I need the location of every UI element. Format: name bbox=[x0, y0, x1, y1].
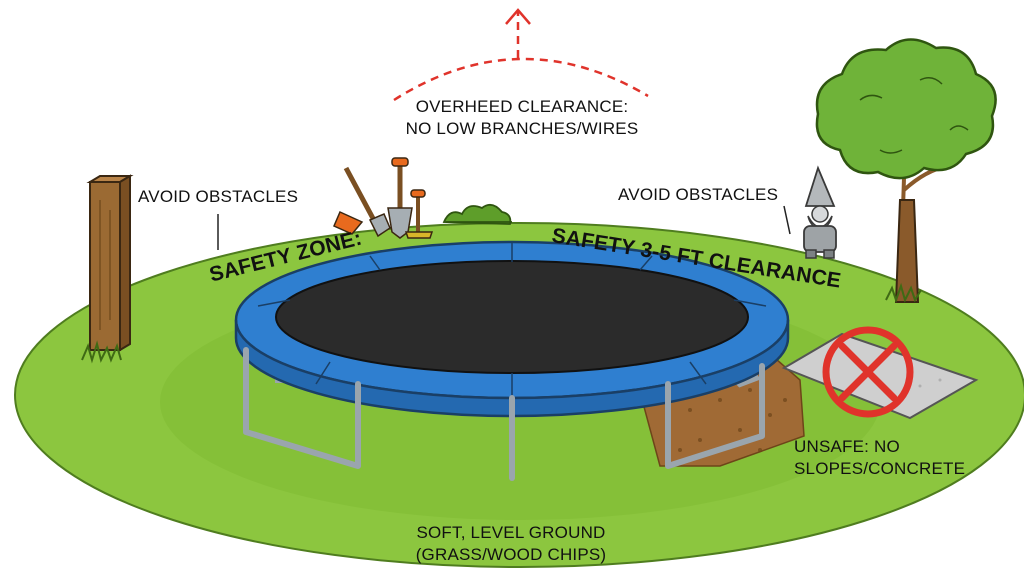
ground-line2: (GRASS/WOOD CHIPS) bbox=[415, 545, 607, 565]
label-pointers bbox=[217, 205, 791, 250]
overhead-clearance-line2: NO LOW BRANCHES/WIRES bbox=[405, 119, 639, 139]
clearance-arrow-icon bbox=[393, 8, 649, 102]
ground-label: SOFT, LEVEL GROUND (GRASS/WOOD CHIPS) bbox=[404, 522, 618, 566]
trampoline-frame-front bbox=[243, 347, 765, 481]
avoid-obstacles-left-label: AVOID OBSTACLES bbox=[138, 187, 299, 206]
bush-icon bbox=[442, 203, 512, 225]
avoid-obstacles-right-label: AVOID OBSTACLES bbox=[618, 185, 779, 204]
ground-line1: SOFT, LEVEL GROUND bbox=[416, 523, 606, 542]
garden-tools-icon bbox=[333, 157, 434, 239]
unsafe-line2: SLOPES/CONCRETE bbox=[794, 459, 966, 479]
no-symbol-icon bbox=[822, 326, 914, 418]
unsafe-label: UNSAFE: NO SLOPES/CONCRETE bbox=[794, 436, 965, 480]
tree-icon bbox=[815, 38, 997, 304]
wooden-post-icon bbox=[81, 174, 134, 364]
unsafe-line1: UNSAFE: NO bbox=[794, 437, 900, 456]
gnome-icon bbox=[803, 165, 837, 259]
overhead-clearance-label: OVERHEED CLEARANCE: NO LOW BRANCHES/WIRE… bbox=[404, 96, 640, 140]
overhead-clearance-line1: OVERHEED CLEARANCE: bbox=[415, 97, 629, 116]
